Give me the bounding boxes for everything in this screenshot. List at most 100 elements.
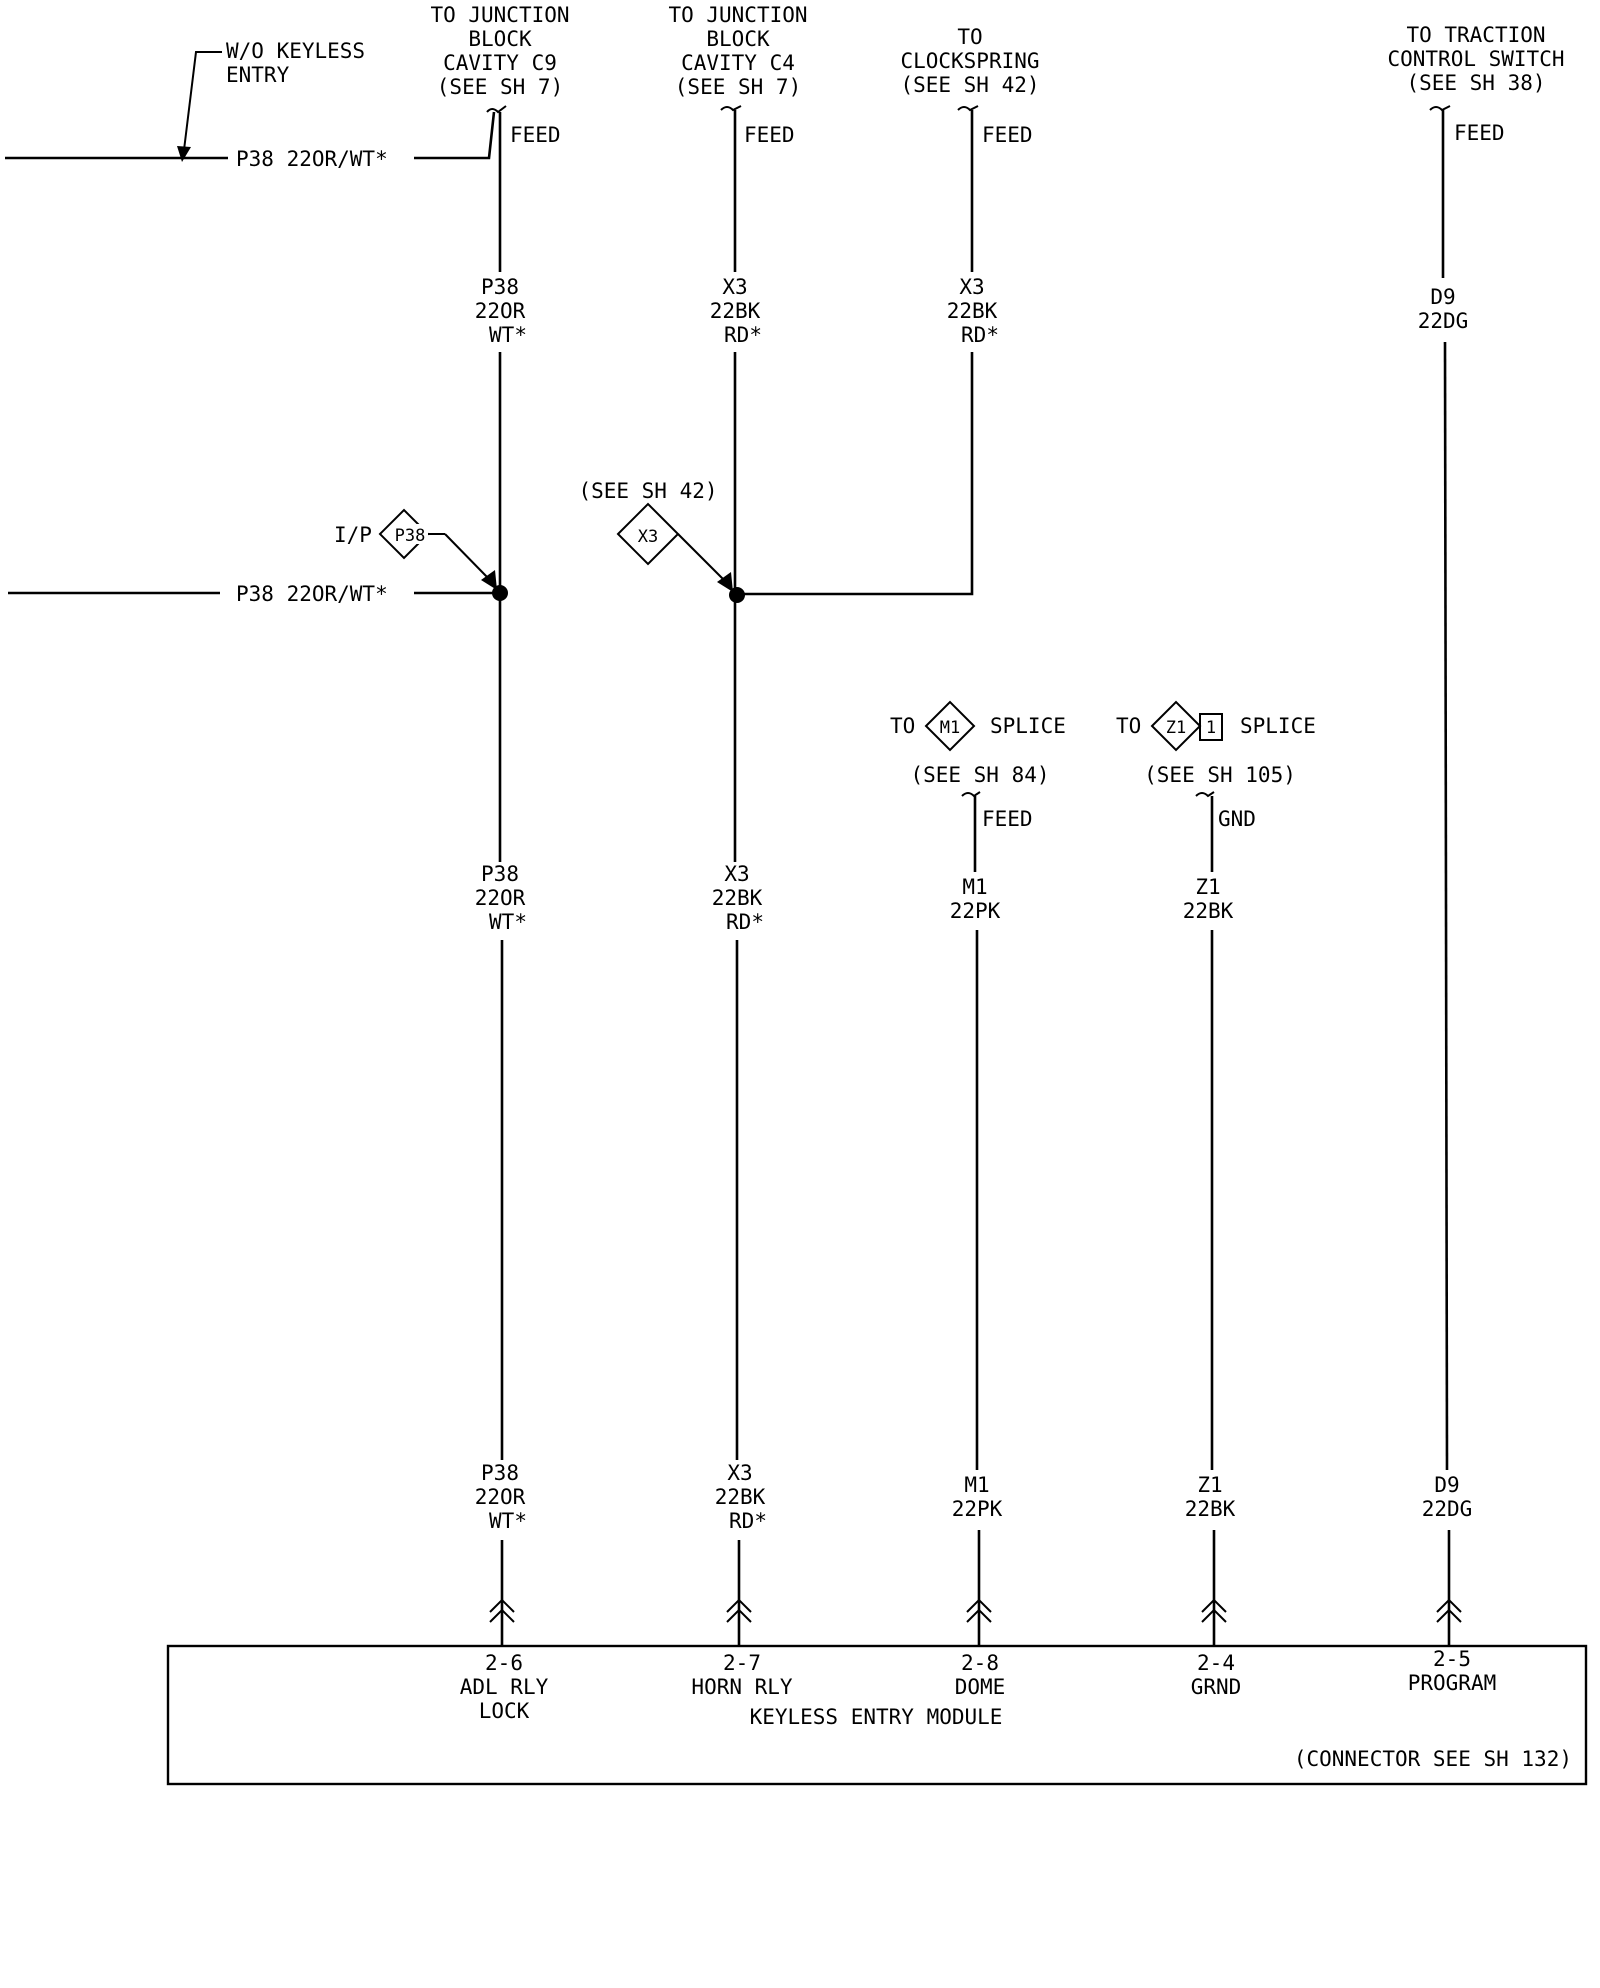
jb-c9-line1: TO JUNCTION [430,3,569,27]
d9-connector-icon [1436,1598,1462,1623]
feed-label-m1: FEED [982,807,1033,831]
keyless-entry-module: 2-6 ADL RLY LOCK 2-7 HORN RLY 2-8 DOME 2… [166,1644,1588,1786]
jb-c4-line3: CAVITY C4 [681,51,795,75]
column-x3: TO JUNCTION BLOCK CAVITY C4 (SEE SH 7) F… [578,3,808,1646]
x3-arrow-line [677,533,725,581]
x3-arrowhead [717,572,733,592]
pin-2-4-label: GRND [1191,1675,1242,1699]
m1-code-1: M1 [962,875,987,899]
lower-p38-wire: P38 22OR/WT* [8,582,508,606]
z1-box-icon [1199,713,1223,741]
wo-keyless-note: W/O KEYLESS ENTRY [177,39,365,162]
p38-connector-icon [489,1598,515,1623]
m1-diamond-label: M1 [940,718,960,738]
jb-c9-line4: (SEE SH 7) [437,75,563,99]
clockspring-line3: (SEE SH 42) [900,73,1039,97]
jb-c4-line4: (SEE SH 7) [675,75,801,99]
upper-p38-label: P38 22OR/WT* [236,147,388,171]
clockspring-color: 22BK [947,299,998,323]
x3-code-3: X3 [727,1461,752,1485]
jb-c9-line2: BLOCK [468,27,532,51]
z1-diamond-label: Z1 [1166,718,1186,738]
feed-label-c4: FEED [744,123,795,147]
lower-p38-label: P38 22OR/WT* [236,582,388,606]
column-d9: TO TRACTION CONTROL SWITCH (SEE SH 38) F… [1387,23,1565,1646]
x3-tracer-2: RD* [726,910,764,934]
traction-line2: CONTROL SWITCH [1387,47,1564,71]
d9-wire-seg2 [1443,341,1449,1471]
jb-c4-line1: TO JUNCTION [668,3,807,27]
upper-p38-line-right [414,111,496,160]
m1-diamond-icon [924,700,976,752]
m1-color-2: 22PK [952,1497,1003,1521]
m1-to: TO [890,714,915,738]
p38-tracer-1: WT* [489,323,527,347]
p38-diamond-label: P38 [395,526,426,546]
feed-label-traction: FEED [1454,121,1505,145]
d9-code-1: D9 [1430,285,1455,309]
connector-note: (CONNECTOR SEE SH 132) [1294,1747,1572,1771]
x3-tracer-3: RD* [729,1509,767,1533]
gnd-tick-z1 [1195,791,1215,798]
m1-color-1: 22PK [950,899,1001,923]
x3-diamond-label: X3 [638,527,658,547]
z1-splice-word: SPLICE [1240,714,1316,738]
column-m1: TO M1 SPLICE (SEE SH 84) FEED M1 22PK M1… [890,700,1066,1646]
module-name: KEYLESS ENTRY MODULE [750,1705,1003,1729]
pin-2-7: 2-7 [723,1651,761,1675]
traction-line3: (SEE SH 38) [1406,71,1545,95]
z1-color-2: 22BK [1185,1497,1236,1521]
feed-tick-c9 [486,105,507,114]
feed-tick-c4 [720,105,742,112]
p38-color-3: 22OR [475,1485,526,1509]
d9-color-2: 22DG [1422,1497,1473,1521]
pin-2-7-label: HORN RLY [691,1675,793,1699]
p38-code-2: P38 [481,862,519,886]
ip-p38-arrow-line [444,533,489,579]
pin-2-8-label: DOME [955,1675,1006,1699]
column-clockspring: TO CLOCKSPRING (SEE SH 42) FEED X3 22BK … [737,25,1040,596]
pin-2-5: 2-5 [1433,1647,1471,1671]
feed-tick-clockspring [957,105,979,112]
wo-keyless-leader [183,51,222,151]
see-sh42-x3: (SEE SH 42) [578,479,717,503]
feed-label-c9: FEED [510,123,561,147]
pin-2-5-label: PROGRAM [1408,1671,1497,1695]
m1-code-2: M1 [964,1473,989,1497]
wo-keyless-arrowhead [177,146,191,162]
clockspring-line1: TO [957,25,982,49]
pin-2-6-label-1: ADL RLY [460,1675,549,1699]
m1-connector-icon [966,1598,992,1623]
clockspring-line2: CLOCKSPRING [900,49,1039,73]
clockspring-code: X3 [959,275,984,299]
pin-2-4: 2-4 [1197,1651,1235,1675]
traction-line1: TO TRACTION [1406,23,1545,47]
x3-code-2: X3 [724,862,749,886]
pin-2-6: 2-6 [485,1651,523,1675]
pin-2-6-label-2: LOCK [479,1699,530,1723]
x3-connector-icon [726,1598,752,1623]
feed-tick-traction [1429,105,1451,112]
see-sh105: (SEE SH 105) [1144,763,1296,787]
z1-box-label: 1 [1206,718,1216,738]
x3-color-2: 22BK [712,886,763,910]
p38-tracer-2: WT* [489,910,527,934]
x3-color-1: 22BK [710,299,761,323]
column-z1: TO Z1 1 SPLICE (SEE SH 105) GND Z1 22BK … [1116,700,1316,1646]
p38-splice-dot-icon [492,585,508,601]
p38-code-1: P38 [481,275,519,299]
z1-connector-icon [1201,1598,1227,1623]
p38-code-3: P38 [481,1461,519,1485]
wo-keyless-line2: ENTRY [226,63,290,87]
wo-keyless-line1: W/O KEYLESS [226,39,365,63]
x3-tracer-1: RD* [724,323,762,347]
clockspring-tracer: RD* [961,323,999,347]
pin-2-8: 2-8 [961,1651,999,1675]
p38-color-2: 22OR [475,886,526,910]
x3-code-1: X3 [722,275,747,299]
see-sh84: (SEE SH 84) [910,763,1049,787]
gnd-label-z1: GND [1218,807,1256,831]
jb-c9-line3: CAVITY C9 [443,51,557,75]
feed-label-clockspring: FEED [982,123,1033,147]
